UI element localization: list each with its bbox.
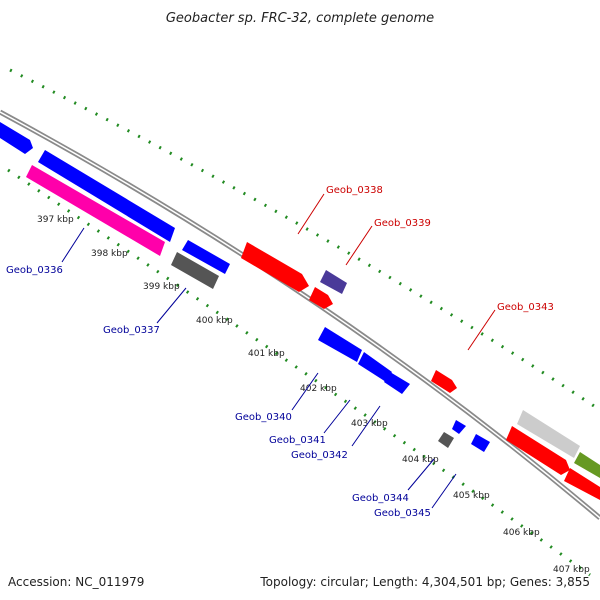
- gene-feature-0336-blue[interactable]: [38, 150, 175, 242]
- gene-feature-0342[interactable]: [384, 372, 410, 394]
- tick-label-405: 405 kbp: [453, 491, 490, 501]
- gene-label-geob-0344[interactable]: Geob_0344: [352, 493, 409, 504]
- gene-feature-0344[interactable]: [438, 432, 454, 448]
- gene-label-geob-0337[interactable]: Geob_0337: [103, 325, 160, 336]
- tick-label-402: 402 kbp: [300, 384, 337, 394]
- map-title: Geobacter sp. FRC-32, complete genome: [166, 11, 434, 26]
- gene-label-geob-0343[interactable]: Geob_0343: [497, 302, 554, 313]
- gene-feature-right-4[interactable]: [564, 468, 600, 500]
- gene-feature-0345[interactable]: [471, 434, 490, 452]
- tick-label-399: 399 kbp: [143, 282, 180, 292]
- gene-label-geob-0342[interactable]: Geob_0342: [291, 450, 348, 461]
- accession-text: Accession: NC_011979: [8, 575, 144, 589]
- gene-feature-0337[interactable]: [171, 252, 219, 289]
- gene-feature-0339[interactable]: [320, 270, 347, 294]
- gene-feature-0335[interactable]: [0, 122, 33, 154]
- tick-label-406: 406 kbp: [503, 528, 540, 538]
- gene-labels-reverse: Geob_0336 Geob_0337 Geob_0340 Geob_0341 …: [6, 265, 431, 519]
- gene-feature-0336[interactable]: [26, 165, 165, 256]
- tick-labels: 397 kbp 398 kbp 399 kbp 400 kbp 401 kbp …: [37, 215, 590, 575]
- gene-label-geob-0336[interactable]: Geob_0336: [6, 265, 63, 276]
- tick-label-400: 400 kbp: [196, 316, 233, 326]
- label-leaders-forward: [297, 193, 496, 351]
- tick-label-397: 397 kbp: [37, 215, 74, 225]
- genome-summary-text: Topology: circular; Length: 4,304,501 bp…: [259, 575, 590, 589]
- tick-label-401: 401 kbp: [248, 349, 285, 359]
- tick-label-398: 398 kbp: [91, 249, 128, 259]
- gene-feature-0343[interactable]: [431, 370, 457, 393]
- tick-label-403: 403 kbp: [351, 419, 388, 429]
- gene-feature-0337-blue[interactable]: [182, 240, 230, 274]
- gene-label-geob-0345[interactable]: Geob_0345: [374, 508, 431, 519]
- tick-label-407: 407 kbp: [553, 565, 590, 575]
- gene-feature-0338b[interactable]: [309, 287, 333, 309]
- gene-label-geob-0338[interactable]: Geob_0338: [326, 185, 383, 196]
- gene-feature-0340[interactable]: [318, 327, 362, 362]
- gene-label-geob-0339[interactable]: Geob_0339: [374, 218, 431, 229]
- gene-feature-right-2[interactable]: [506, 426, 570, 475]
- gene-labels-forward: Geob_0338 Geob_0339 Geob_0343: [326, 185, 554, 313]
- label-leaders-reverse: [61, 227, 457, 509]
- tick-label-404: 404 kbp: [402, 455, 439, 465]
- gene-feature-0341[interactable]: [358, 352, 392, 382]
- gene-feature-0344b[interactable]: [452, 420, 466, 434]
- gene-feature-right-3[interactable]: [574, 452, 600, 478]
- outer-tick-track: [9, 68, 600, 412]
- gene-feature-0338[interactable]: [241, 242, 309, 292]
- gene-label-geob-0341[interactable]: Geob_0341: [269, 435, 326, 446]
- gene-label-geob-0340[interactable]: Geob_0340: [235, 412, 292, 423]
- inner-tick-track: [7, 168, 591, 577]
- gene-feature-right-1[interactable]: [517, 410, 580, 458]
